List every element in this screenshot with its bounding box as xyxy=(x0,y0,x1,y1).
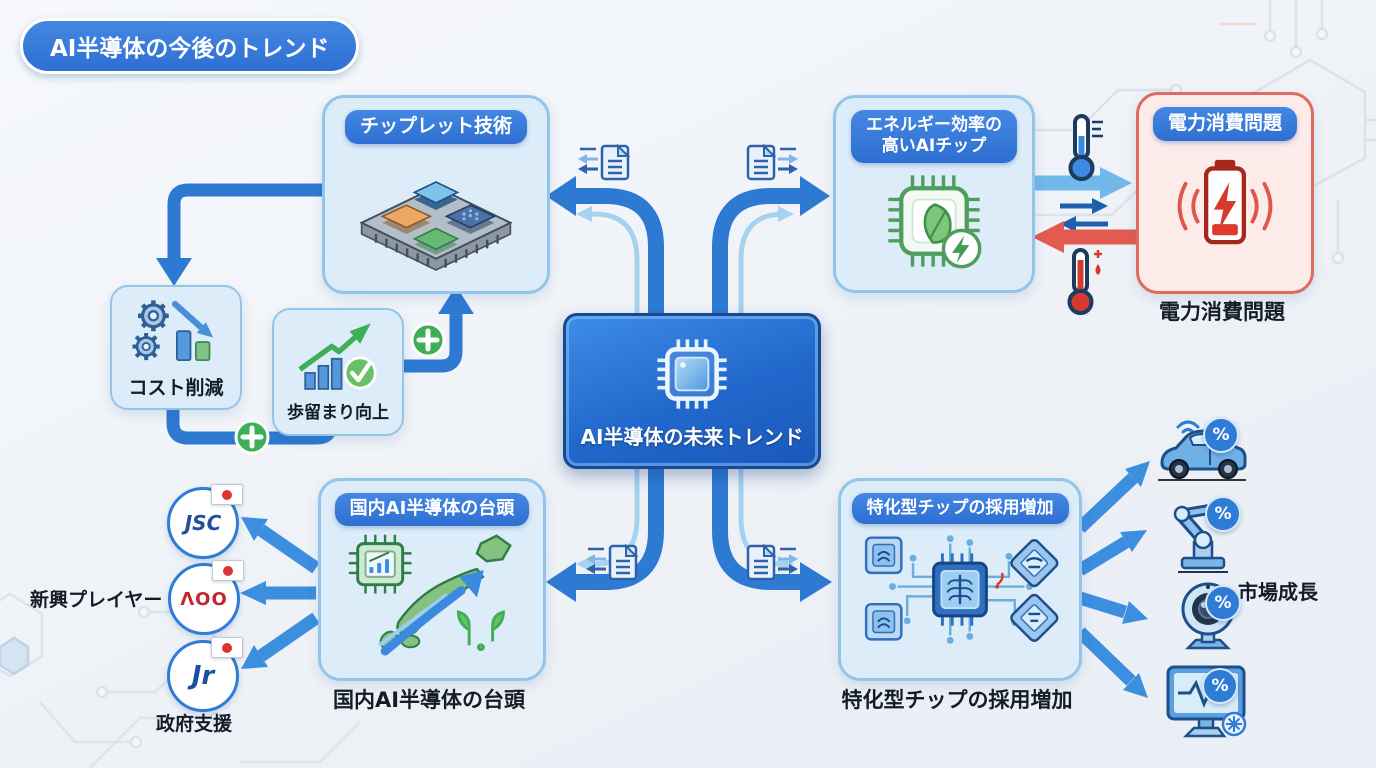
arrow-domestic-to-aoo xyxy=(240,581,316,605)
market-growth-label: 市場成長 xyxy=(1238,580,1318,604)
arrow-center-to-energy xyxy=(712,176,830,316)
percent-badge-camera: % xyxy=(1205,585,1241,621)
circuit-pattern-bottom-left xyxy=(0,592,361,768)
logo-aoo: ΛOO xyxy=(168,560,252,635)
cost-reduction-icon xyxy=(132,300,214,362)
arrow-specialized-to-car xyxy=(1075,461,1150,533)
arrow-domestic-to-jsc xyxy=(241,517,320,574)
yield-improvement-label: 歩留まり向上 xyxy=(287,403,389,423)
government-support-label: 政府支援 xyxy=(156,713,233,735)
center-future-trend-node: AI半導体の未来トレンド xyxy=(563,313,821,469)
energy-efficient-chip-title: エネルギー効率の 高いAIチップ xyxy=(851,110,1017,163)
arrow-specialized-to-camera xyxy=(1078,591,1148,624)
domestic-rise-caption: 国内AI半導体の台頭 xyxy=(332,688,526,712)
green-chip-leaf-icon xyxy=(888,174,982,268)
thermometer-cold-icon xyxy=(1068,114,1103,181)
arrow-center-to-domestic xyxy=(546,462,664,602)
cost-reduction-label: コスト削減 xyxy=(128,377,224,399)
logo-jsc: JSC xyxy=(167,484,251,559)
emerging-players-label: 新興プレイヤー xyxy=(30,589,163,611)
specialized-chip-node: 特化型チップの採用増加 xyxy=(838,478,1082,681)
center-future-trend-label: AI半導体の未来トレンド xyxy=(580,424,804,449)
arrow-yield-to-chiplet xyxy=(400,286,474,373)
arrow-center-to-chiplet xyxy=(546,176,664,316)
arrow-chiplet-to-cost xyxy=(156,183,322,286)
specialized-chips-icon xyxy=(864,535,1059,645)
specialized-chip-title: 特化型チップの採用増加 xyxy=(851,493,1069,525)
cpu-chip-icon xyxy=(657,338,727,409)
arrow-power-to-energy xyxy=(1032,221,1136,253)
percent-badge-car: % xyxy=(1203,417,1239,453)
aoo-logo-text: ΛOO xyxy=(180,588,228,610)
yield-improvement-node: 歩留まり向上 xyxy=(272,308,404,436)
power-consumption-node: 電力消費問題 xyxy=(1136,92,1314,294)
exchange-arrows-icon xyxy=(1060,198,1108,232)
japan-flag-icon xyxy=(211,484,243,505)
jr-logo-text: Jr xyxy=(191,661,215,691)
power-consumption-caption: 電力消費問題 xyxy=(1159,300,1285,324)
chiplet-tech-node: チップレット技術 xyxy=(322,95,550,294)
arrow-energy-to-power xyxy=(1028,167,1132,199)
japan-flag-icon xyxy=(211,637,243,658)
arrow-specialized-to-monitor xyxy=(1075,627,1148,698)
percent-badge-robot: % xyxy=(1205,496,1241,532)
arrow-specialized-to-robot xyxy=(1076,530,1147,576)
jsc-logo-text: JSC xyxy=(184,511,222,535)
plus-icon xyxy=(410,322,446,358)
thermometer-hot-icon xyxy=(1067,248,1102,315)
japan-flag-icon xyxy=(212,560,244,581)
yield-improvement-icon xyxy=(298,323,377,390)
energy-efficient-chip-node: エネルギー効率の 高いAIチップ xyxy=(833,95,1035,293)
smart-car-icon xyxy=(1158,420,1247,481)
plus-icon xyxy=(234,419,270,455)
cost-reduction-node: コスト削減 xyxy=(110,285,242,410)
japan-growth-icon xyxy=(348,533,512,656)
power-consumption-title: 電力消費問題 xyxy=(1152,107,1297,141)
domestic-rise-title: 国内AI半導体の台頭 xyxy=(334,493,530,526)
percent-badge-monitor: % xyxy=(1202,668,1238,704)
battery-alert-icon xyxy=(1177,159,1273,245)
chiplet-stack-icon xyxy=(359,180,513,271)
domestic-rise-node: 国内AI半導体の台頭 xyxy=(318,478,546,681)
page-title: AI半導体の今後のトレンド xyxy=(20,18,360,74)
specialized-chip-caption: 特化型チップの採用増加 xyxy=(841,688,1073,712)
arrow-center-to-specialized xyxy=(712,462,832,602)
chiplet-tech-title: チップレット技術 xyxy=(344,110,527,144)
logo-jr: Jr xyxy=(167,637,251,712)
arrow-domestic-to-jr xyxy=(241,612,320,669)
